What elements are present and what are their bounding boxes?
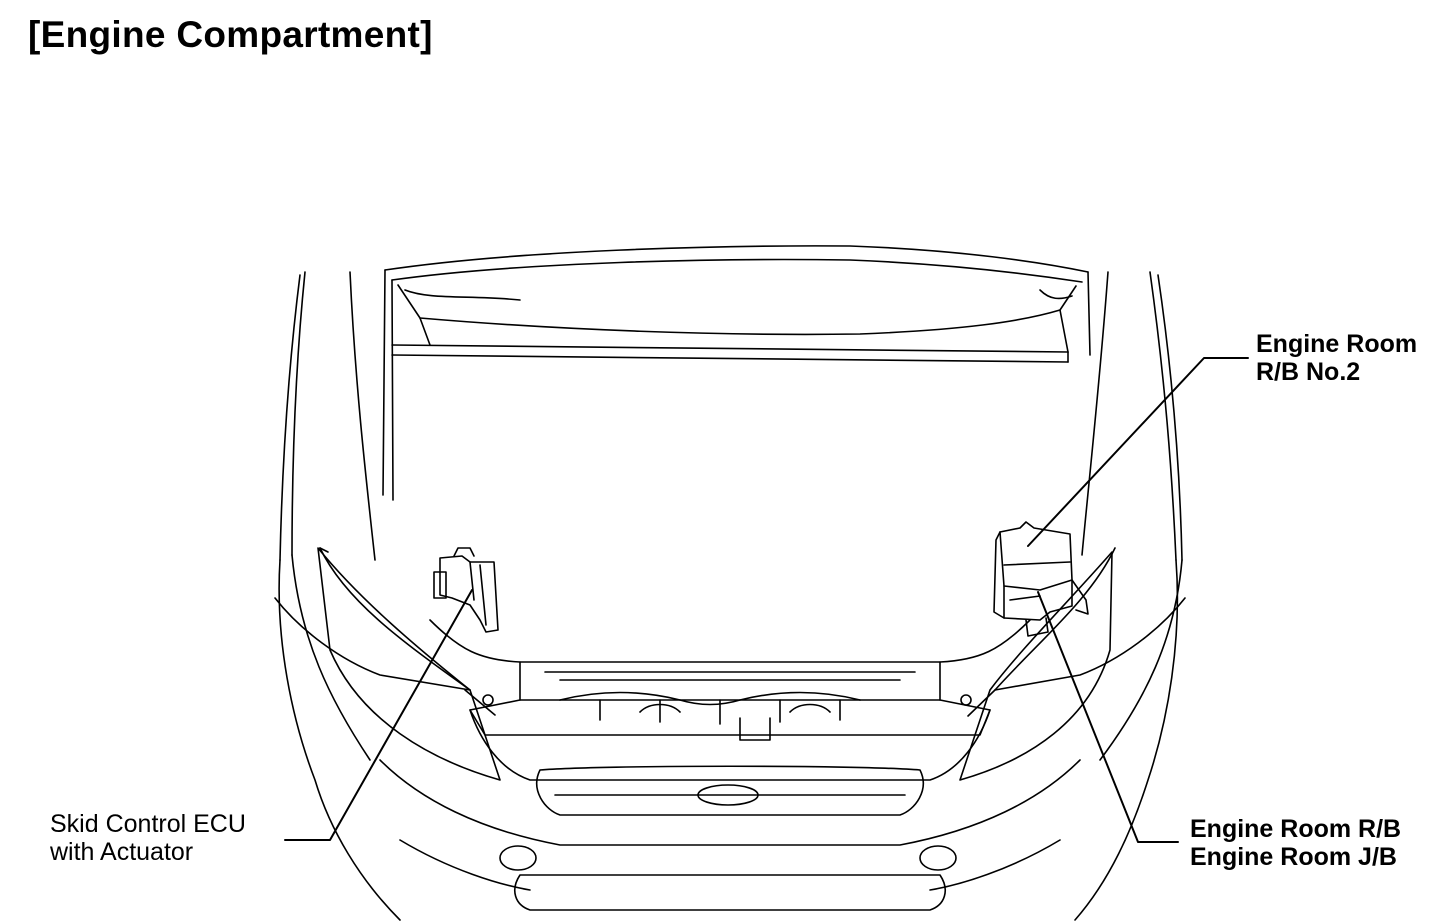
label-line: Engine Room R/B: [1190, 815, 1402, 843]
headlights: [317, 547, 1113, 781]
leader-line-skid-ecu: [284, 589, 473, 841]
body-outline: [274, 271, 1186, 921]
leader-line-rb-jb: [1037, 591, 1179, 843]
label-line: Engine Room: [1256, 330, 1418, 358]
label-engine-room-rb-no2: Engine Room R/B No.2: [1256, 330, 1417, 386]
label-line: with Actuator: [50, 838, 194, 866]
label-line: Engine Room J/B: [1190, 843, 1397, 871]
engine-room-rb-component: [993, 521, 1089, 637]
front-bumper: [379, 709, 1081, 911]
leader-line-rb-no2: [1027, 357, 1249, 547]
hood-outline: [382, 245, 1091, 501]
skid-control-ecu-component: [433, 547, 499, 633]
page-title: [Engine Compartment]: [28, 14, 433, 55]
leader-lines: [284, 357, 1249, 843]
label-line: R/B No.2: [1256, 358, 1361, 386]
label-line: Skid Control ECU: [50, 810, 246, 838]
radiator-support: [429, 619, 1031, 741]
label-engine-room-rb-jb: Engine Room R/B Engine Room J/B: [1190, 815, 1401, 871]
label-skid-control-ecu: Skid Control ECU with Actuator: [50, 810, 246, 866]
